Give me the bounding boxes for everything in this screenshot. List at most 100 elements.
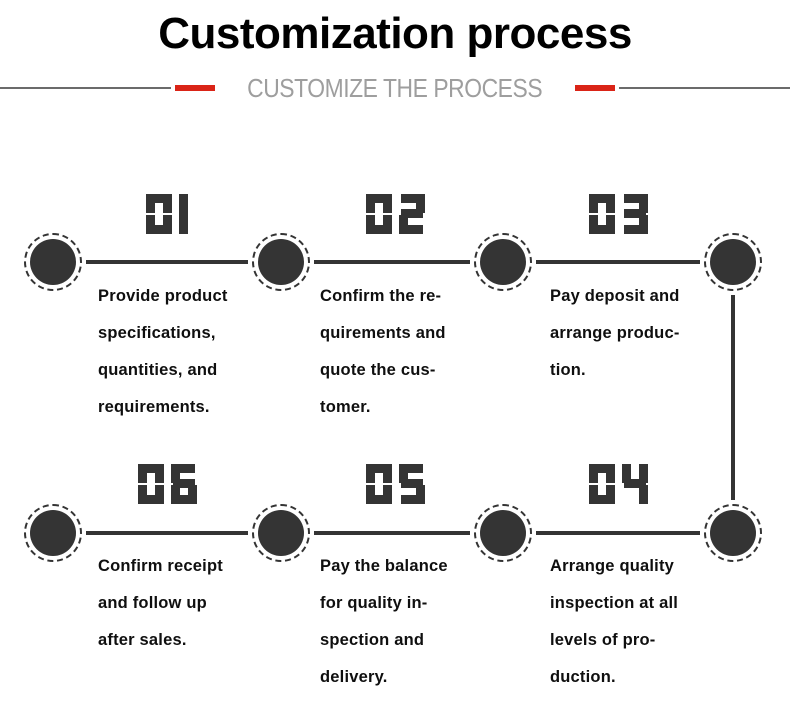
segment: [187, 485, 197, 504]
segment: [638, 215, 648, 234]
process-node-core: [710, 510, 756, 556]
segment: [382, 215, 392, 234]
process-node: [252, 504, 310, 562]
process-node-core: [258, 239, 304, 285]
process-node: [474, 504, 532, 562]
segment: [365, 485, 375, 504]
segment: [172, 464, 195, 473]
step-number-06: [122, 464, 212, 504]
segment: [590, 225, 613, 234]
seven-segment-digit: [179, 194, 188, 234]
segment: [179, 194, 188, 234]
segment: [605, 464, 615, 483]
connector-line: [536, 260, 700, 264]
process-node: [252, 233, 310, 291]
seven-segment-digit: [365, 464, 392, 504]
segment: [638, 485, 648, 504]
segment: [623, 479, 646, 488]
red-dash-left: [175, 85, 216, 91]
step-number-02: [350, 194, 440, 234]
step-text-line: Confirm receipt: [98, 557, 223, 575]
process-node: [704, 504, 762, 562]
segment: [172, 479, 195, 488]
step-text-line: and follow up: [98, 594, 207, 612]
segment: [172, 495, 195, 504]
step-text-line: Arrange quality: [550, 557, 675, 575]
step-text-line: Confirm the re-: [320, 287, 442, 305]
seven-segment-digit: [398, 464, 425, 504]
seven-segment-digit: [398, 194, 425, 234]
segment: [623, 209, 646, 218]
step-text-line: quote the cus-: [320, 361, 436, 379]
step-text-line: tion.: [550, 361, 586, 379]
segment: [170, 485, 180, 504]
connector-line-vertical: [731, 295, 735, 500]
segment: [638, 464, 648, 483]
segment: [400, 479, 423, 488]
step-text-line: arrange produc-: [550, 324, 680, 342]
segment: [154, 485, 164, 504]
connector-line: [536, 531, 700, 535]
segment: [146, 215, 155, 234]
page-title: Customization process: [158, 9, 632, 58]
seven-segment-digit: [365, 194, 392, 234]
segment: [367, 495, 390, 504]
step-text-line: requirements.: [98, 398, 210, 416]
process-node-core: [258, 510, 304, 556]
process-node: [704, 233, 762, 291]
segment: [148, 225, 170, 234]
segment: [400, 225, 423, 234]
page-subtitle: CUSTOMIZE THE PROCESS: [247, 72, 543, 103]
segment: [146, 194, 155, 213]
segment: [590, 194, 613, 203]
segment: [170, 464, 180, 483]
seven-segment-digit: [621, 464, 648, 504]
step-text-line: after sales.: [98, 631, 187, 649]
step-text-line: quantities, and: [98, 361, 218, 379]
connector-line: [86, 260, 248, 264]
segment: [638, 194, 648, 213]
segment: [367, 464, 390, 473]
segment: [590, 495, 613, 504]
segment: [415, 485, 425, 504]
connector-line: [314, 531, 470, 535]
process-node-core: [30, 239, 76, 285]
segment: [365, 464, 375, 483]
process-node: [24, 233, 82, 291]
step-text-line: Pay deposit and: [550, 287, 680, 305]
segment: [163, 215, 172, 234]
segment: [590, 464, 613, 473]
segment: [382, 194, 392, 213]
segment: [623, 225, 646, 234]
step-number-05: [350, 464, 440, 504]
divider-line-right: [618, 87, 790, 89]
segment: [382, 464, 392, 483]
step-text-line: specifications,: [98, 324, 216, 342]
segment: [398, 215, 408, 234]
step-text-line: tomer.: [320, 398, 371, 416]
segment: [367, 225, 390, 234]
seven-segment-digit: [170, 464, 197, 504]
step-number-03: [573, 194, 663, 234]
step-text-line: quirements and: [320, 324, 446, 342]
step-text-line: Pay the balance: [320, 557, 448, 575]
segment: [139, 464, 162, 473]
seven-segment-digit: [137, 464, 164, 504]
seven-segment-digit: [588, 464, 615, 504]
segment: [154, 464, 164, 483]
segment: [400, 209, 423, 218]
subtitle-divider: CUSTOMIZE THE PROCESS: [0, 73, 790, 103]
process-node-core: [710, 239, 756, 285]
step-text-line: spection and: [320, 631, 425, 649]
seven-segment-digit: [588, 194, 615, 234]
segment: [588, 215, 598, 234]
process-node-core: [30, 510, 76, 556]
segment: [137, 485, 147, 504]
segment: [365, 215, 375, 234]
segment: [398, 464, 408, 483]
segment: [605, 194, 615, 213]
